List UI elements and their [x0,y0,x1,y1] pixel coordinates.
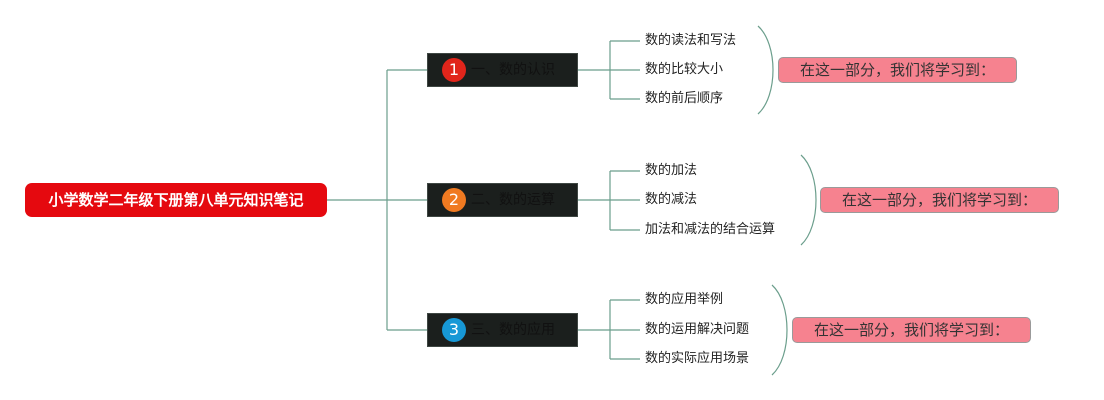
subtopic-3-3[interactable]: 数的实际应用场景 [645,351,750,366]
summary-note-1-text: 在这一部分，我们将学习到： [799,61,995,79]
summary-bracket-1 [757,25,774,115]
connector-leaves-3 [578,299,640,360]
root-topic-label: 小学数学二年级下册第八单元知识笔记 [48,191,304,209]
subtopic-3-1[interactable]: 数的应用举例 [645,292,724,307]
branch-topic-3[interactable]: 3 三、数的应用 [427,313,578,347]
branch-topic-1[interactable]: 1 一、数的认识 [427,53,578,87]
summary-bracket-2 [800,154,817,246]
summary-bracket-3 [771,284,788,376]
subtopic-2-1[interactable]: 数的加法 [645,163,698,178]
subtopic-3-2[interactable]: 数的运用解决问题 [645,322,750,337]
number-badge-2: 2 [442,188,466,212]
summary-note-3[interactable]: 在这一部分，我们将学习到： [792,317,1031,343]
summary-note-1[interactable]: 在这一部分，我们将学习到： [778,57,1017,83]
summary-note-2-text: 在这一部分，我们将学习到： [841,191,1037,209]
branch-topic-3-label: 三、数的应用 [471,322,555,338]
subtopic-1-1[interactable]: 数的读法和写法 [645,33,737,48]
branch-topic-2-label: 二、数的运算 [471,192,555,208]
connector-leaves-2 [578,170,640,231]
subtopic-1-2[interactable]: 数的比较大小 [645,62,724,77]
number-badge-3: 3 [442,318,466,342]
summary-note-2[interactable]: 在这一部分，我们将学习到： [820,187,1059,213]
root-topic[interactable]: 小学数学二年级下册第八单元知识笔记 [25,183,327,217]
branch-topic-1-label: 一、数的认识 [471,62,555,78]
connector-leaves-1 [578,40,640,100]
summary-note-3-text: 在这一部分，我们将学习到： [813,321,1009,339]
subtopic-2-3[interactable]: 加法和减法的结合运算 [645,222,776,237]
subtopic-2-2[interactable]: 数的减法 [645,192,698,207]
subtopic-1-3[interactable]: 数的前后顺序 [645,91,724,106]
number-badge-1: 1 [442,58,466,82]
branch-topic-2[interactable]: 2 二、数的运算 [427,183,578,217]
